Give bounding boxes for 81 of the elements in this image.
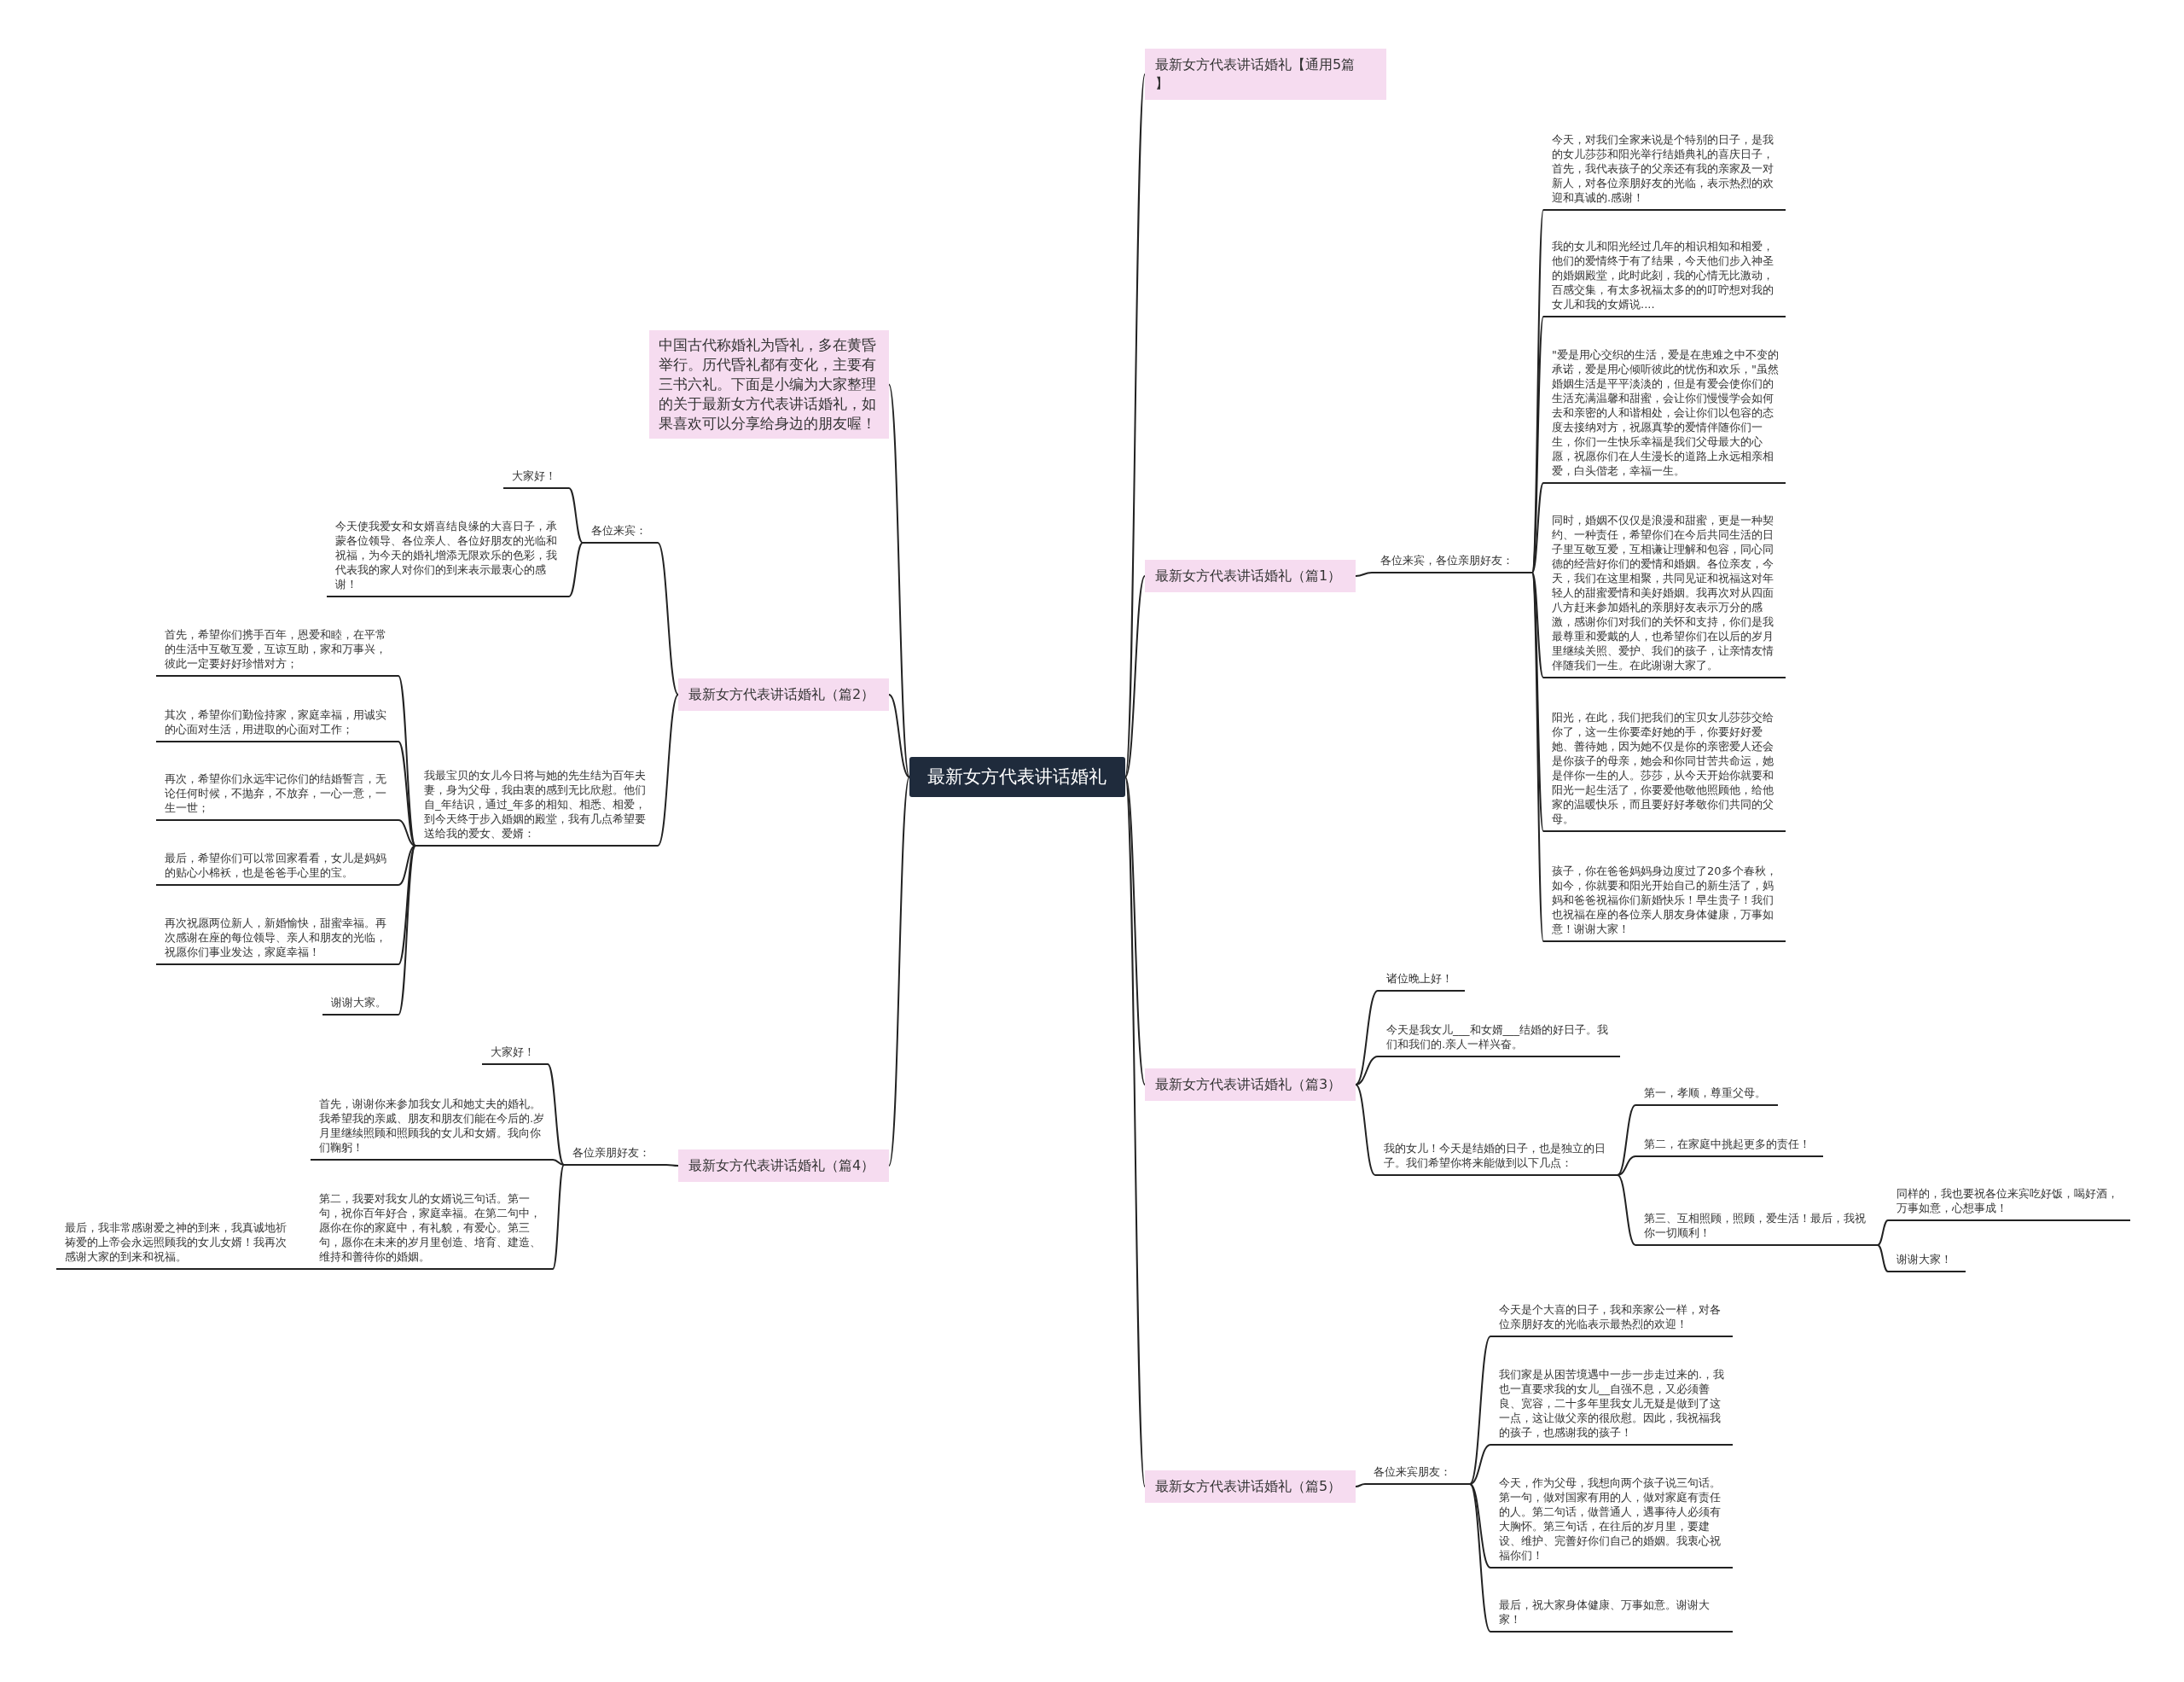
connector-line xyxy=(547,1063,565,1166)
subtopic-text: 我的女儿和阳光经过几年的相识相知和相爱，他们的爱情终于有了结果，今天他们步入神圣的婚姻殿堂，此时此刻，我的心情无比激动，百感交集，有太多祝福太多的的叮咛想对我的女儿和我的女婿说.... xyxy=(1543,236,1786,317)
intro-note-box: 中国古代称婚礼为昏礼，多在黄昏举行。历代昏礼都有变化，主要有三书六礼。下面是小编为大家整理的关于最新女方代表讲话婚礼，如果喜欢可以分享给身边的朋友喔！ xyxy=(649,330,889,439)
subtopic-text: 各位来宾朋友： xyxy=(1365,1462,1470,1485)
connector-line xyxy=(1469,1483,1491,1633)
connector-line xyxy=(1531,572,1544,942)
subtopic-text: 同时，婚姻不仅仅是浪漫和甜蜜，更是一种契约、一种责任，希望你们在今后共同生活的日子里互敬互爱，互相谦让理解和包容，同心同德的经营好你们的爱情和婚姻。各位亲友，今天，我们在这里相聚，共同见证和祝福这对年轻人的甜蜜爱情和美好婚姻。我再次对从四面八方赶来参加婚礼的亲朋好友表示万分的感激，感谢你们对我们的关怀和支持，你们是我最尊重和爱戴的人，也希望你们在以后的岁月里继续关照、爱护、我们的孩子，让亲情友情伴随我们一生。在此谢谢大家了。 xyxy=(1543,510,1786,678)
connector-line xyxy=(1877,1244,1889,1272)
connector-line xyxy=(888,694,910,778)
subtopic-text: 我们家是从困苦境遇中一步一步走过来的.，我也一直要求我的女儿__自强不息，又必须善良、宽容，二十多年里我女儿无疑是做到了这一点，这让做父亲的很欣慰。因此，我祝福我的孩子，也感谢我的孩子！ xyxy=(1490,1365,1733,1446)
connector-line xyxy=(1617,1104,1636,1176)
subtopic-text: 今天是个大喜的日子，我和亲家公一样，对各位亲朋好友的光临表示最热烈的欢迎！ xyxy=(1490,1300,1733,1337)
root-topic-box: 最新女方代表讲话婚礼 xyxy=(909,757,1125,797)
topic-box: 最新女方代表讲话婚礼（篇2） xyxy=(678,678,889,711)
subtopic-text: 今天使我爱女和女婿喜结良缘的大喜日子，承蒙各位领导、各位亲人、各位好朋友的光临和祝福，为今天的婚礼增添无限欢乐的色彩，我代表我的家人对你们的到来表示最衷心的感谢！ xyxy=(327,516,569,597)
connector-line xyxy=(1469,1444,1491,1485)
subtopic-text: 今天是我女儿___和女婿___结婚的好日子。我们和我们的.亲人一样兴奋。 xyxy=(1378,1020,1620,1057)
subtopic-text: 最后，祝大家身体健康、万事如意。谢谢大家！ xyxy=(1490,1595,1733,1633)
subtopic-text: "爱是用心交织的生活，爱是在患难之中不变的承诺，爱是用心倾听彼此的忧伤和欢乐，"虽然婚姻生活是平平淡淡的，但是有爱会使你们的生活充满温馨和甜蜜，会让你们慢慢学会如何去和亲密的人和谐相处，会让你们以包容的态度去接纳对方，祝愿真挚的爱情伴随你们一生，你们一生快乐幸福是我们父母最大的心愿，祝愿你们在人生漫长的道路上永远相亲相爱，白头偕老，幸福一生。 xyxy=(1543,345,1786,484)
connector-line xyxy=(665,1164,679,1167)
subtopic-text: 谢谢大家！ xyxy=(1888,1249,1966,1272)
connector-line xyxy=(888,776,910,1167)
connector-line xyxy=(1531,572,1544,832)
connector-line xyxy=(1531,482,1544,573)
subtopic-text: 第三、互相照顾，照顾，爱生活！最后，我祝你一切顺利！ xyxy=(1635,1208,1878,1246)
topic-box: 最新女方代表讲话婚礼（篇4） xyxy=(678,1149,889,1182)
subtopic-text: 第二，在家庭中挑起更多的责任！ xyxy=(1635,1134,1823,1157)
connector-line xyxy=(1355,572,1373,577)
connector-line xyxy=(1469,1483,1491,1569)
connector-line xyxy=(1355,1483,1366,1487)
connector-line xyxy=(657,542,679,695)
connector-line xyxy=(1531,572,1544,678)
subtopic-text: 第二，我要对我女儿的女婿说三句话。第一句，祝你百年好合，家庭幸福。在第二句中，愿你在你的家庭中，有礼貌，有爱心。第三句，愿你在未来的岁月里创造、培育、建造、维持和善待你的婚姻。 xyxy=(311,1189,553,1270)
topic-box: 最新女方代表讲话婚礼【通用5篇】 xyxy=(1145,49,1386,100)
connector-line xyxy=(1877,1219,1889,1246)
connector-line xyxy=(552,1159,565,1166)
subtopic-text: 我最宝贝的女儿今日将与她的先生结为百年夫妻，身为父母，我由衷的感到无比欣慰。他们自_年结识，通过_年多的相知、相悉、相爱，到今天终于步入婚姻的殿堂，我有几点希望要送给我的爱女、爱婿： xyxy=(415,765,658,847)
connector-line xyxy=(298,1268,311,1270)
subtopic-text: 最后，希望你们可以常回家看看，女儿是妈妈的贴心小棉袄，也是爸爸手心里的宝。 xyxy=(156,848,398,886)
subtopic-text: 各位亲朋好友： xyxy=(564,1143,666,1166)
subtopic-text: 第一，孝顺，尊重父母。 xyxy=(1635,1083,1778,1106)
connector-line xyxy=(1355,1084,1376,1176)
topic-box: 最新女方代表讲话婚礼（篇1） xyxy=(1145,560,1356,592)
connector-line xyxy=(657,694,679,847)
subtopic-text: 今天，对我们全家来说是个特别的日子，是我的女儿莎莎和阳光举行结婚典礼的喜庆日子，首先，我代表孩子的父亲还有我的亲家及一对新人，对各位亲朋好友的光临，表示热烈的欢迎和真诚的.感谢！ xyxy=(1543,130,1786,211)
connector-line xyxy=(398,819,416,847)
connector-line xyxy=(1531,316,1544,573)
connector-line xyxy=(1617,1155,1636,1176)
connector-line xyxy=(1355,1056,1379,1085)
subtopic-text: 阳光，在此，我们把我们的宝贝女儿莎莎交给你了，这一生你要牵好她的手，你要好好爱她、善待她，因为她不仅是你的亲密爱人还会是你孩子的母亲，她会和你同甘苦共命运，她是伴你一生的人。莎莎，从今天开始你就要和阳光一起生活了，你要爱他敬他照顾他，给他家的温暖快乐，而且要好好孝敬你们共同的父母。 xyxy=(1543,707,1786,832)
subtopic-text: 再次，希望你们永远牢记你们的结婚誓言，无论任何时候，不抛弃，不放弃，一心一意，一生一世； xyxy=(156,769,398,821)
subtopic-text: 孩子，你在爸爸妈妈身边度过了20多个春秋，如今，你就要和阳光开始自己的新生活了，妈妈和爸爸祝福你们新婚快乐！早生贵子！我们也祝福在座的各位亲人朋友身体健康，万事如意！谢谢大家！ xyxy=(1543,861,1786,942)
subtopic-text: 最后，我非常感谢爱之神的到来，我真诚地祈祷爱的上帝会永远照顾我的女儿女婿！我再次感谢大家的到来和祝福。 xyxy=(56,1218,299,1270)
connector-line xyxy=(398,845,416,965)
connector-line xyxy=(398,845,416,1016)
subtopic-text: 大家好！ xyxy=(503,466,569,489)
subtopic-text: 再次祝愿两位新人，新婚愉快，甜蜜幸福。再次感谢在座的每位领导、亲人和朋友的光临，祝愿你们事业发达，家庭幸福！ xyxy=(156,913,398,965)
connector-line xyxy=(398,845,416,886)
connector-line xyxy=(1124,776,1146,1487)
subtopic-text: 同样的，我也要祝各位来宾吃好饭，喝好酒，万事如意，心想事成！ xyxy=(1888,1184,2130,1221)
subtopic-text: 今天，作为父母，我想向两个孩子说三句话。第一句，做对国家有用的人，做对家庭有责任的人。第二句话，做普通人，遇事待人必须有大胸怀。第三句话，在往后的岁月里，要建设、维护、完善好你们自己的婚姻。我衷心祝福你们！ xyxy=(1490,1473,1733,1569)
connector-line xyxy=(398,741,416,847)
connector-line xyxy=(1124,776,1146,1085)
subtopic-text: 首先，希望你们携手百年，恩爱和睦，在平常的生活中互敬互爱，互谅互助，家和万事兴，彼此一定要好好珍惜对方； xyxy=(156,625,398,677)
subtopic-text: 我的女儿！今天是结婚的日子，也是独立的日子。我们希望你将来能做到以下几点： xyxy=(1375,1138,1618,1176)
connector-line xyxy=(1617,1174,1636,1246)
connector-line xyxy=(1355,990,1379,1085)
connector-line xyxy=(1469,1336,1491,1485)
subtopic-text: 各位来宾，各位亲朋好友： xyxy=(1372,550,1532,573)
connector-line xyxy=(568,542,584,597)
topic-box: 最新女方代表讲话婚礼（篇5） xyxy=(1145,1470,1356,1503)
subtopic-text: 谢谢大家。 xyxy=(322,992,398,1016)
subtopic-text: 其次，希望你们勤俭持家，家庭幸福，用诚实的心面对生活，用进取的心面对工作； xyxy=(156,705,398,742)
connector-line xyxy=(552,1164,565,1270)
subtopic-text: 诸位晚上好！ xyxy=(1378,969,1465,992)
subtopic-text: 首先，谢谢你来参加我女儿和她丈夫的婚礼。我希望我的亲戚、朋友和朋友们能在今后的.岁月里继续照顾和照顾我的女儿和女婿。我向你们鞠躬！ xyxy=(311,1094,553,1161)
connector-line xyxy=(1124,575,1146,778)
topic-box: 最新女方代表讲话婚礼（篇3） xyxy=(1145,1068,1356,1101)
subtopic-text: 各位来宾： xyxy=(583,521,658,544)
subtopic-text: 大家好！ xyxy=(482,1042,548,1065)
connector-line xyxy=(568,487,584,544)
